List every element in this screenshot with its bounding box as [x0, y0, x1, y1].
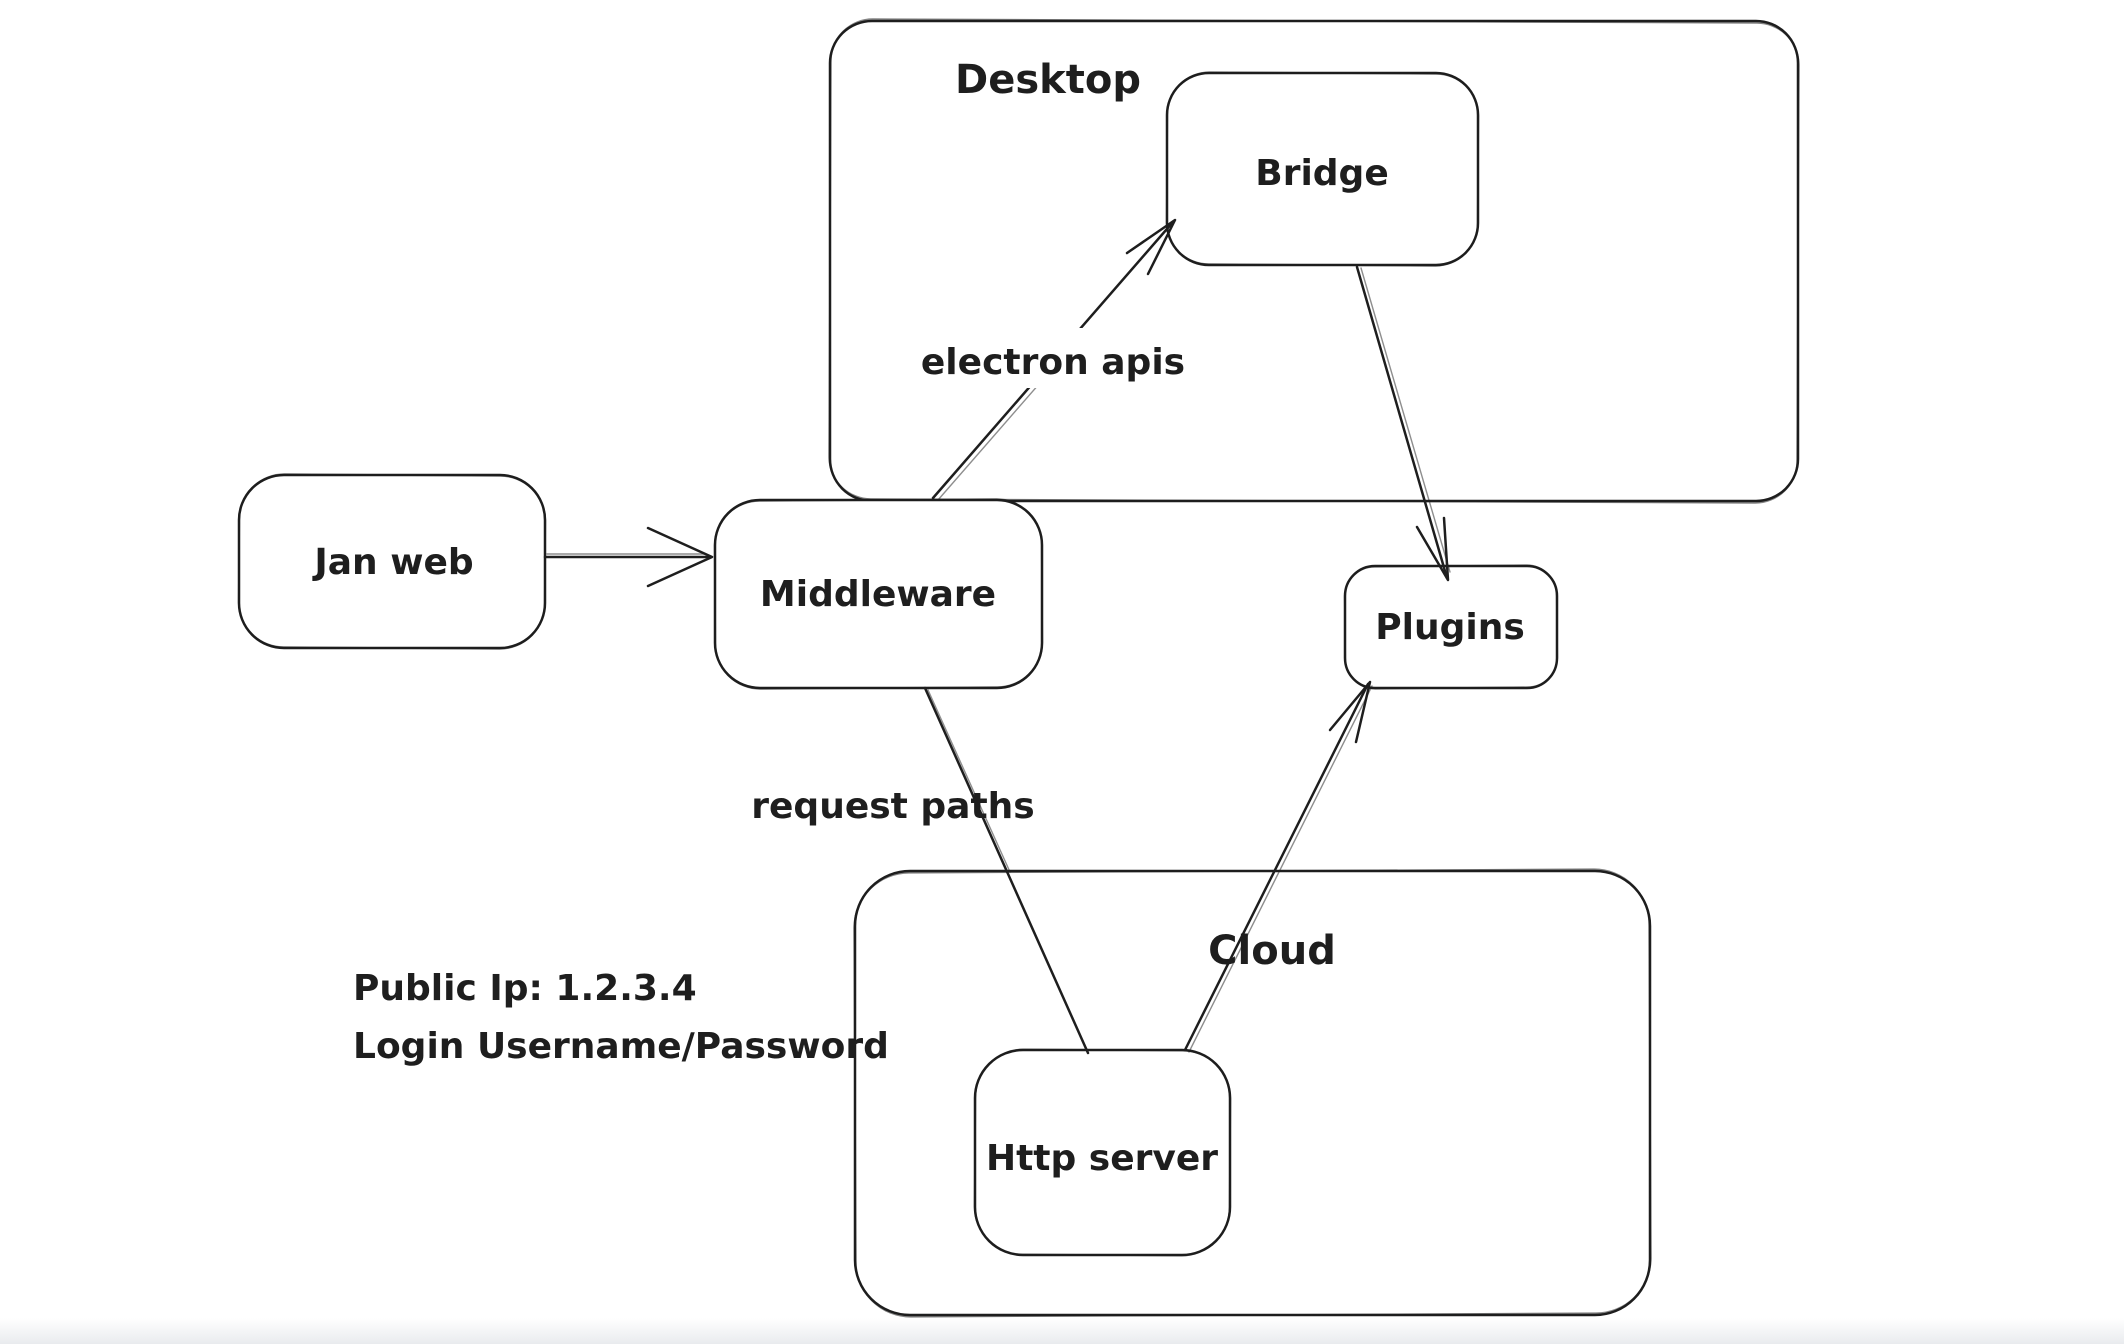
container-cloud[interactable] [853, 868, 1652, 1318]
arrowhead-up-icon [1328, 680, 1372, 744]
plugins-node-label: Plugins [1375, 607, 1525, 648]
arrowhead-right-icon [646, 526, 714, 588]
node-plugins[interactable] [1343, 564, 1559, 690]
cloud-container-label: Cloud [1208, 928, 1336, 974]
jan-web-node-label: Jan web [311, 542, 473, 583]
annotation-login: Login Username/Password [353, 1026, 889, 1067]
node-bridge[interactable] [1165, 71, 1480, 267]
arrowhead-upright-icon [1125, 218, 1177, 276]
edge-httpserver-to-plugins[interactable] [1183, 680, 1373, 1053]
annotation-public-ip: Public Ip: 1.2.3.4 [353, 968, 697, 1009]
arrowhead-down-icon [1415, 516, 1450, 582]
edge-janweb-to-middleware[interactable] [543, 526, 714, 588]
node-jan-web[interactable] [237, 473, 547, 650]
bridge-node-label: Bridge [1255, 153, 1389, 194]
edge-middleware-to-httpserver[interactable] [923, 686, 1090, 1055]
container-desktop[interactable] [828, 18, 1800, 504]
http-server-node-label: Http server [986, 1138, 1218, 1179]
node-http-server[interactable] [973, 1048, 1232, 1257]
edge-bridge-to-plugins[interactable] [1355, 265, 1451, 582]
electron-apis-edge-label: electron apis [921, 342, 1185, 383]
node-middleware[interactable] [713, 498, 1044, 690]
middleware-node-label: Middleware [760, 574, 996, 615]
request-paths-edge-label: request paths [751, 786, 1034, 827]
desktop-container-label: Desktop [955, 57, 1141, 103]
electron-apis-edge-label-group: electron apis [920, 328, 1188, 388]
